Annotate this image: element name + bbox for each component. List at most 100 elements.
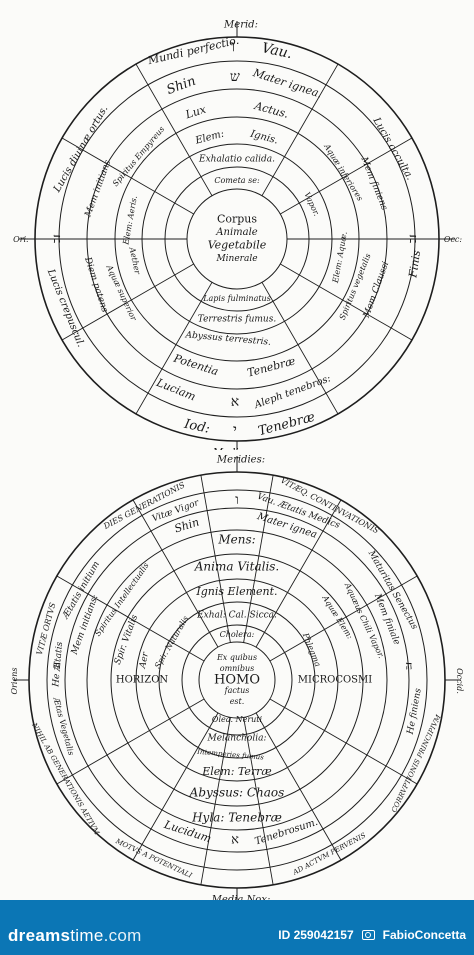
bottom_diagram-ring: [64, 507, 410, 853]
bottom_diagram-left-label: Oriens: [10, 668, 19, 695]
bottom_diagram-ring-label: Aer: [138, 651, 151, 671]
bottom_diagram-ring-label: Ætas Vegetalis: [51, 696, 75, 757]
image-id: ID 259042157: [278, 928, 354, 942]
top_diagram-letter-glyph: ו: [231, 37, 235, 56]
bottom_diagram-center-text: omnibus: [220, 664, 255, 673]
bottom_diagram-rings: [13, 456, 461, 900]
bottom_diagram-divider: [255, 499, 342, 648]
top_diagram-ring-label: Terrestris fumus.: [198, 315, 277, 325]
top_diagram-ring-label: Cometa se:: [214, 176, 260, 185]
top_diagram-ring-label: Aleph tenebros:: [252, 373, 332, 411]
brand-rest: time: [70, 926, 104, 945]
bottom_diagram-center-text: HOMO: [214, 673, 260, 688]
brand-domain: .com: [103, 926, 142, 945]
top_diagram-ring-label: Ignis.: [248, 128, 279, 146]
top_diagram-bottom-label: Media nox:: [212, 448, 269, 451]
bottom_diagram-letter-glyph: ה: [406, 659, 413, 673]
bottom_diagram-ring: [158, 601, 316, 759]
bottom_diagram-ring: [86, 529, 388, 831]
top_diagram-ring-label: Lapis fulminatus: [202, 294, 271, 303]
bottom_diagram-bottom-label: Media Nox:: [211, 895, 271, 901]
top_diagram-divider: [135, 282, 213, 415]
top_diagram-center-text: Corpus: [217, 213, 257, 226]
top_diagram-rings: [19, 21, 455, 450]
top_diagram-ring-label: Potentia: [171, 351, 220, 378]
top_diagram-ring-label: Tenebræ: [246, 354, 297, 379]
bottom_diagram-ring-label: AD ACTVM PERVENIS: [291, 831, 367, 877]
bottom_diagram-ring: [46, 489, 428, 871]
bottom_diagram-microcosmi-label: MICROCOSMI: [298, 675, 373, 686]
bottom_diagram-divider: [132, 499, 219, 648]
top_diagram-ring-label: Lucis occulta.: [370, 115, 415, 182]
bottom_diagram-divider: [243, 475, 274, 643]
bottom_diagram-ring-label: Cholera:: [220, 630, 255, 639]
image-credit: ID 259042157 FabioConcetta: [278, 928, 466, 942]
top_diagram-center-text: Vegetabile: [208, 239, 267, 252]
bottom_diagram-letter-glyph: ה: [54, 659, 61, 673]
camera-icon: [361, 930, 375, 940]
top_diagram-ring-label: Mater ignea.: [250, 66, 323, 101]
top_diagram-divider: [61, 263, 194, 341]
stock-watermark-footer: dreamstime.com ID 259042157 FabioConcett…: [0, 900, 474, 955]
top_diagram-divider: [280, 263, 413, 341]
top_diagram-ring-label: Mundi perfectio.: [146, 34, 240, 68]
top_diagram-divider: [261, 63, 339, 196]
top_diagram-ring-label: Lux: [183, 102, 208, 121]
bottom_diagram-right-label: Occid.: [455, 668, 464, 694]
top_diagram-letter-glyph: י: [233, 421, 237, 439]
bottom_diagram-ring-label: MOTVS A POTENTIALI: [113, 837, 193, 880]
bottom_diagram-ring: [181, 624, 293, 736]
top_diagram-ring-label: Exhalatio calida.: [198, 155, 275, 165]
top_diagram-left-label: Ori:: [13, 235, 29, 244]
bottom_diagram-divider: [200, 475, 231, 643]
top_diagram-divider: [61, 137, 194, 215]
bottom_diagram-ring-label: He Ætatis: [51, 641, 65, 688]
bottom_diagram-divider: [269, 698, 418, 785]
bottom_diagram-center-text: est.: [230, 697, 245, 706]
top_diagram-ring-label: Vapor.: [302, 191, 321, 218]
bottom_diagram-ring-label: Aquæ Elem:: [320, 593, 355, 641]
bottom_diagram-ring-label: Ætatis initium: [61, 560, 102, 622]
bottom_diagram-ring-label: Elem: Terræ: [201, 765, 272, 778]
bottom_diagram-ring: [110, 553, 364, 807]
bottom_diagram-letter-glyph: ו: [235, 492, 239, 508]
top_diagram-divider: [261, 282, 339, 415]
top_diagram-ring-label: Finis: [406, 249, 423, 279]
bottom_diagram-ring-label: Mens:: [217, 533, 255, 547]
bottom_diagram-horizon-label: HORIZON: [116, 675, 169, 686]
bottom_diagram-top-label: Meridies:: [216, 455, 265, 466]
bottom_diagram-divider: [269, 575, 418, 662]
top_diagram-ring-label: Aether: [127, 245, 142, 276]
bottom_diagram-ring: [135, 578, 339, 782]
bottom_diagram-ring-label: Ignis Element.: [195, 585, 277, 598]
bottom_diagram-divider: [132, 712, 219, 861]
top_diagram-right-label: Occ:: [444, 235, 463, 244]
bottom_diagram-center-text: Ex quibus: [216, 653, 257, 662]
top_diagram-ring-label: Actus.: [252, 99, 290, 121]
bottom_diagram-center-text: factus: [224, 686, 250, 695]
bottom_diagram-divider: [56, 575, 205, 662]
top_diagram-center-text: Minerale: [215, 254, 257, 264]
bottom-circle-diagram: Meridies: Media Nox: Oriens Occid. Ex quibus…: [10, 455, 464, 901]
bottom_diagram-ring-label: Phlegma: [300, 631, 322, 668]
bottom_diagram-divider: [243, 717, 274, 885]
author-name: FabioConcetta: [382, 928, 466, 942]
bottom_diagram-ring-label: Anima Vitalis.: [194, 560, 280, 574]
top-circle-diagram: Merid:Media nox:Ori:Occ:CorpusAnimaleVeg…: [13, 20, 463, 451]
top_diagram-letter-glyph: ש: [230, 69, 240, 85]
top_diagram-ring-label: Lucis crepuscul.: [44, 267, 86, 349]
stock-brand-logo[interactable]: dreamstime.com: [8, 926, 142, 946]
top_diagram-ring-label: Iod:: [182, 417, 211, 437]
bottom_diagram-divider: [255, 712, 342, 861]
top_diagram-letter-glyph: א: [231, 394, 239, 410]
bottom_diagram-letter-glyph: א: [231, 833, 239, 848]
bottom_diagram-divider: [56, 698, 205, 785]
top_diagram-ring-label: Shin: [165, 74, 198, 98]
bottom_diagram-ring-label: Intemperies fumus: [196, 748, 265, 762]
top_diagram-divider: [135, 63, 213, 196]
top_diagram-letter-glyph: ה: [53, 231, 61, 247]
top_diagram-ring-label: Vau.: [260, 40, 293, 62]
top_diagram-ring-label: Mem finiens: [358, 155, 389, 212]
top_diagram-center-text: Animale: [215, 227, 258, 238]
